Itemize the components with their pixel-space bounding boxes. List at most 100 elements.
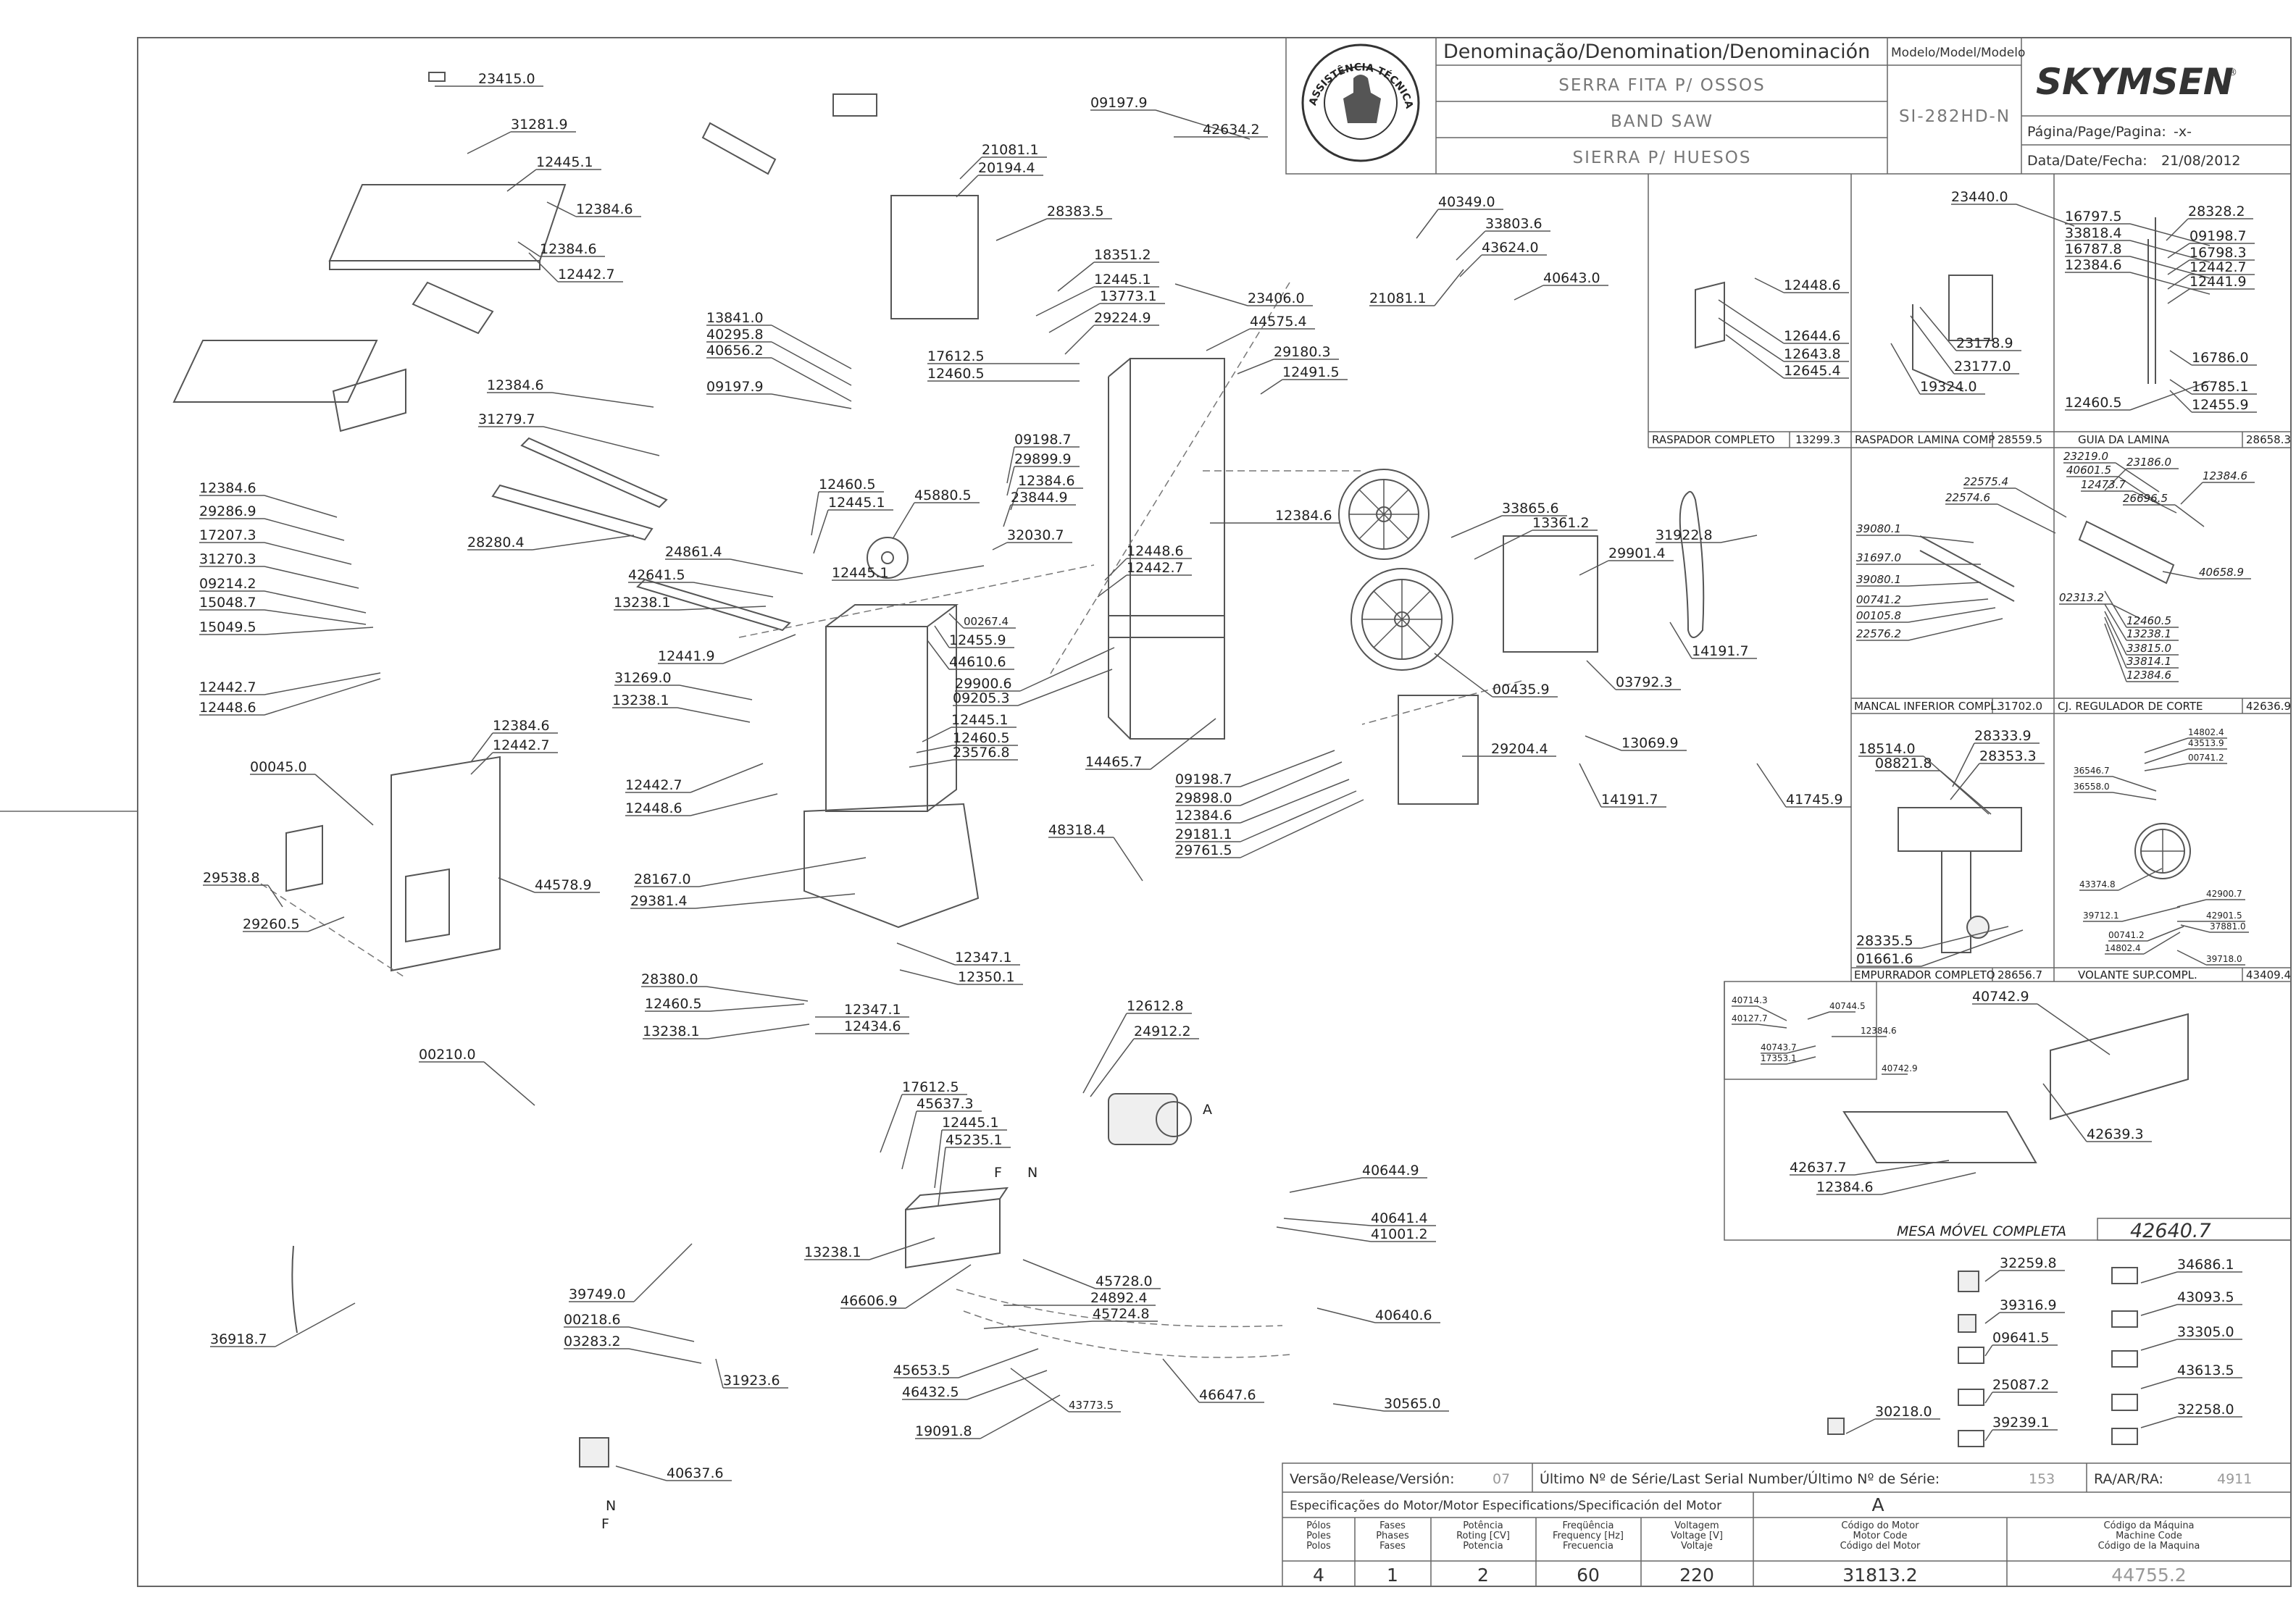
part-number-label: 12384.6 bbox=[1275, 508, 1332, 524]
leader-line bbox=[1006, 446, 1080, 484]
part-number-label: 31922.8 bbox=[1656, 527, 1713, 543]
brand-logo: SKYMSEN ® bbox=[2036, 61, 2237, 103]
part-number-label: 28328.2 bbox=[2188, 204, 2245, 219]
part-number-label: 12442.7 bbox=[2189, 259, 2247, 275]
leader-line bbox=[915, 1394, 1061, 1439]
leader-line bbox=[199, 627, 374, 635]
leader-line bbox=[1856, 598, 1989, 607]
part-number-label: 12460.5 bbox=[2065, 395, 2122, 411]
part-number-label: 42634.2 bbox=[1203, 122, 1260, 138]
leader-line bbox=[517, 241, 605, 257]
motor-spec-header: Fases bbox=[1379, 1541, 1406, 1552]
leader-line bbox=[1206, 328, 1315, 351]
leader-line bbox=[2169, 390, 2257, 413]
leader-line bbox=[564, 1348, 702, 1364]
leader-line bbox=[2166, 218, 2253, 241]
part-number-label: 45235.1 bbox=[945, 1132, 1003, 1148]
part-number-label: 29381.4 bbox=[630, 893, 688, 909]
part-number-label: 00267.4 bbox=[964, 615, 1009, 628]
part-number-label: 40349.0 bbox=[1438, 194, 1495, 210]
leader-line bbox=[1174, 283, 1313, 306]
denomination-header: Denominação/Denomination/Denominación bbox=[1443, 41, 1870, 63]
motor-spec-header: Freqüência bbox=[1562, 1520, 1614, 1531]
ra-value: 4911 bbox=[2217, 1471, 2252, 1487]
leader-line bbox=[1090, 109, 1251, 140]
exploded-view-drawing bbox=[172, 72, 2191, 1468]
leader-line bbox=[2169, 350, 2257, 366]
upper-wheel bbox=[1338, 469, 1429, 560]
leader-line bbox=[2169, 379, 2257, 395]
leader-line bbox=[615, 1465, 732, 1481]
part-number-label: 16785.1 bbox=[2192, 379, 2249, 395]
leader-line bbox=[934, 625, 1014, 648]
part-number-label: 12384.6 bbox=[540, 241, 597, 257]
side-door-panel bbox=[391, 756, 501, 972]
part-number-label: 12491.5 bbox=[1282, 364, 1340, 380]
subassy-name-raspador-lamina: RASPADOR LAMINA COMP bbox=[1855, 433, 1995, 446]
part-number-label: 40643.0 bbox=[1543, 270, 1600, 286]
part-number-label: 28380.0 bbox=[641, 971, 698, 987]
motor-spec-value: 220 bbox=[1679, 1565, 1714, 1586]
part-number-label: 21081.1 bbox=[982, 142, 1039, 158]
part-number-label: 42641.5 bbox=[628, 567, 685, 583]
leader-line bbox=[1369, 269, 1464, 306]
part-number-label: 43773.5 bbox=[1069, 1399, 1114, 1412]
part-number-label: 30218.0 bbox=[1875, 1404, 1932, 1420]
leader-line bbox=[927, 640, 1014, 670]
leader-line bbox=[1332, 1403, 1449, 1412]
part-number-label: 40295.8 bbox=[706, 327, 764, 343]
part-number-label: 33818.4 bbox=[2065, 225, 2122, 241]
band-blade bbox=[1679, 490, 1705, 638]
upper-table-drawing bbox=[328, 184, 567, 270]
leader-line bbox=[467, 535, 635, 551]
motor-spec-value: 44755.2 bbox=[2111, 1565, 2186, 1586]
part-number-label: 12384.6 bbox=[1816, 1179, 1874, 1195]
motor-spec-header: Potência bbox=[1463, 1520, 1503, 1531]
part-number-label: 17612.5 bbox=[902, 1079, 959, 1095]
motor-spec-header: Fases bbox=[1379, 1520, 1406, 1531]
leader-line bbox=[1035, 286, 1159, 317]
leader-line bbox=[1669, 621, 1757, 659]
part-number-label: 44610.6 bbox=[949, 654, 1006, 670]
serial-value: 153 bbox=[2029, 1471, 2055, 1487]
leader-line bbox=[1732, 1005, 1787, 1021]
leader-line bbox=[1718, 317, 1849, 362]
part-number-label: 13361.2 bbox=[1532, 515, 1590, 531]
leader-line bbox=[1456, 230, 1550, 261]
leader-line bbox=[2140, 1416, 2242, 1428]
part-number-label: 00045.0 bbox=[250, 759, 307, 775]
part-number-label: 41001.2 bbox=[1371, 1226, 1428, 1242]
subassy-name-mesa: MESA MÓVEL COMPLETA bbox=[1897, 1222, 2066, 1239]
leader-line bbox=[1316, 1307, 1440, 1323]
part-number-label: 46647.6 bbox=[1199, 1387, 1256, 1403]
leader-line bbox=[2042, 1083, 2152, 1142]
part-number-label: 13238.1 bbox=[614, 595, 671, 611]
part-number-label: 36546.7 bbox=[2074, 766, 2110, 776]
part-number-label: 09198.7 bbox=[2189, 228, 2247, 244]
leader-line bbox=[470, 732, 558, 763]
electrical-box bbox=[905, 1186, 1009, 1269]
part-number-label: 12384.6 bbox=[2203, 469, 2247, 482]
name-portuguese: SERRA FITA P/ OSSOS bbox=[1558, 76, 1765, 95]
leader-line bbox=[199, 495, 338, 518]
part-number-label: 39239.1 bbox=[1992, 1415, 2050, 1431]
leader-line bbox=[1761, 1045, 1816, 1054]
leader-line bbox=[1175, 761, 1343, 806]
part-number-label: 40743.7 bbox=[1761, 1042, 1797, 1052]
motor-spec-header: Pólos bbox=[1306, 1520, 1331, 1531]
wire-terminal-letter: N bbox=[1027, 1165, 1038, 1181]
part-number-label: 43613.5 bbox=[2177, 1363, 2234, 1378]
part-number-label: 17612.5 bbox=[927, 348, 985, 364]
leader-line bbox=[1090, 1038, 1199, 1097]
leader-line bbox=[934, 1129, 1007, 1189]
leader-line bbox=[1048, 837, 1143, 882]
part-number-label: 03792.3 bbox=[1616, 674, 1673, 690]
part-number-label: 08821.8 bbox=[1875, 756, 1932, 771]
part-number-label: 09641.5 bbox=[1992, 1330, 2050, 1346]
leader-line bbox=[2066, 476, 2163, 506]
motor-spec-header: Voltaje bbox=[1681, 1541, 1713, 1552]
leader-line bbox=[2176, 950, 2245, 966]
leader-line bbox=[199, 542, 352, 565]
main-frame-column bbox=[1108, 358, 1225, 740]
part-number-label: 29761.5 bbox=[1175, 842, 1232, 858]
